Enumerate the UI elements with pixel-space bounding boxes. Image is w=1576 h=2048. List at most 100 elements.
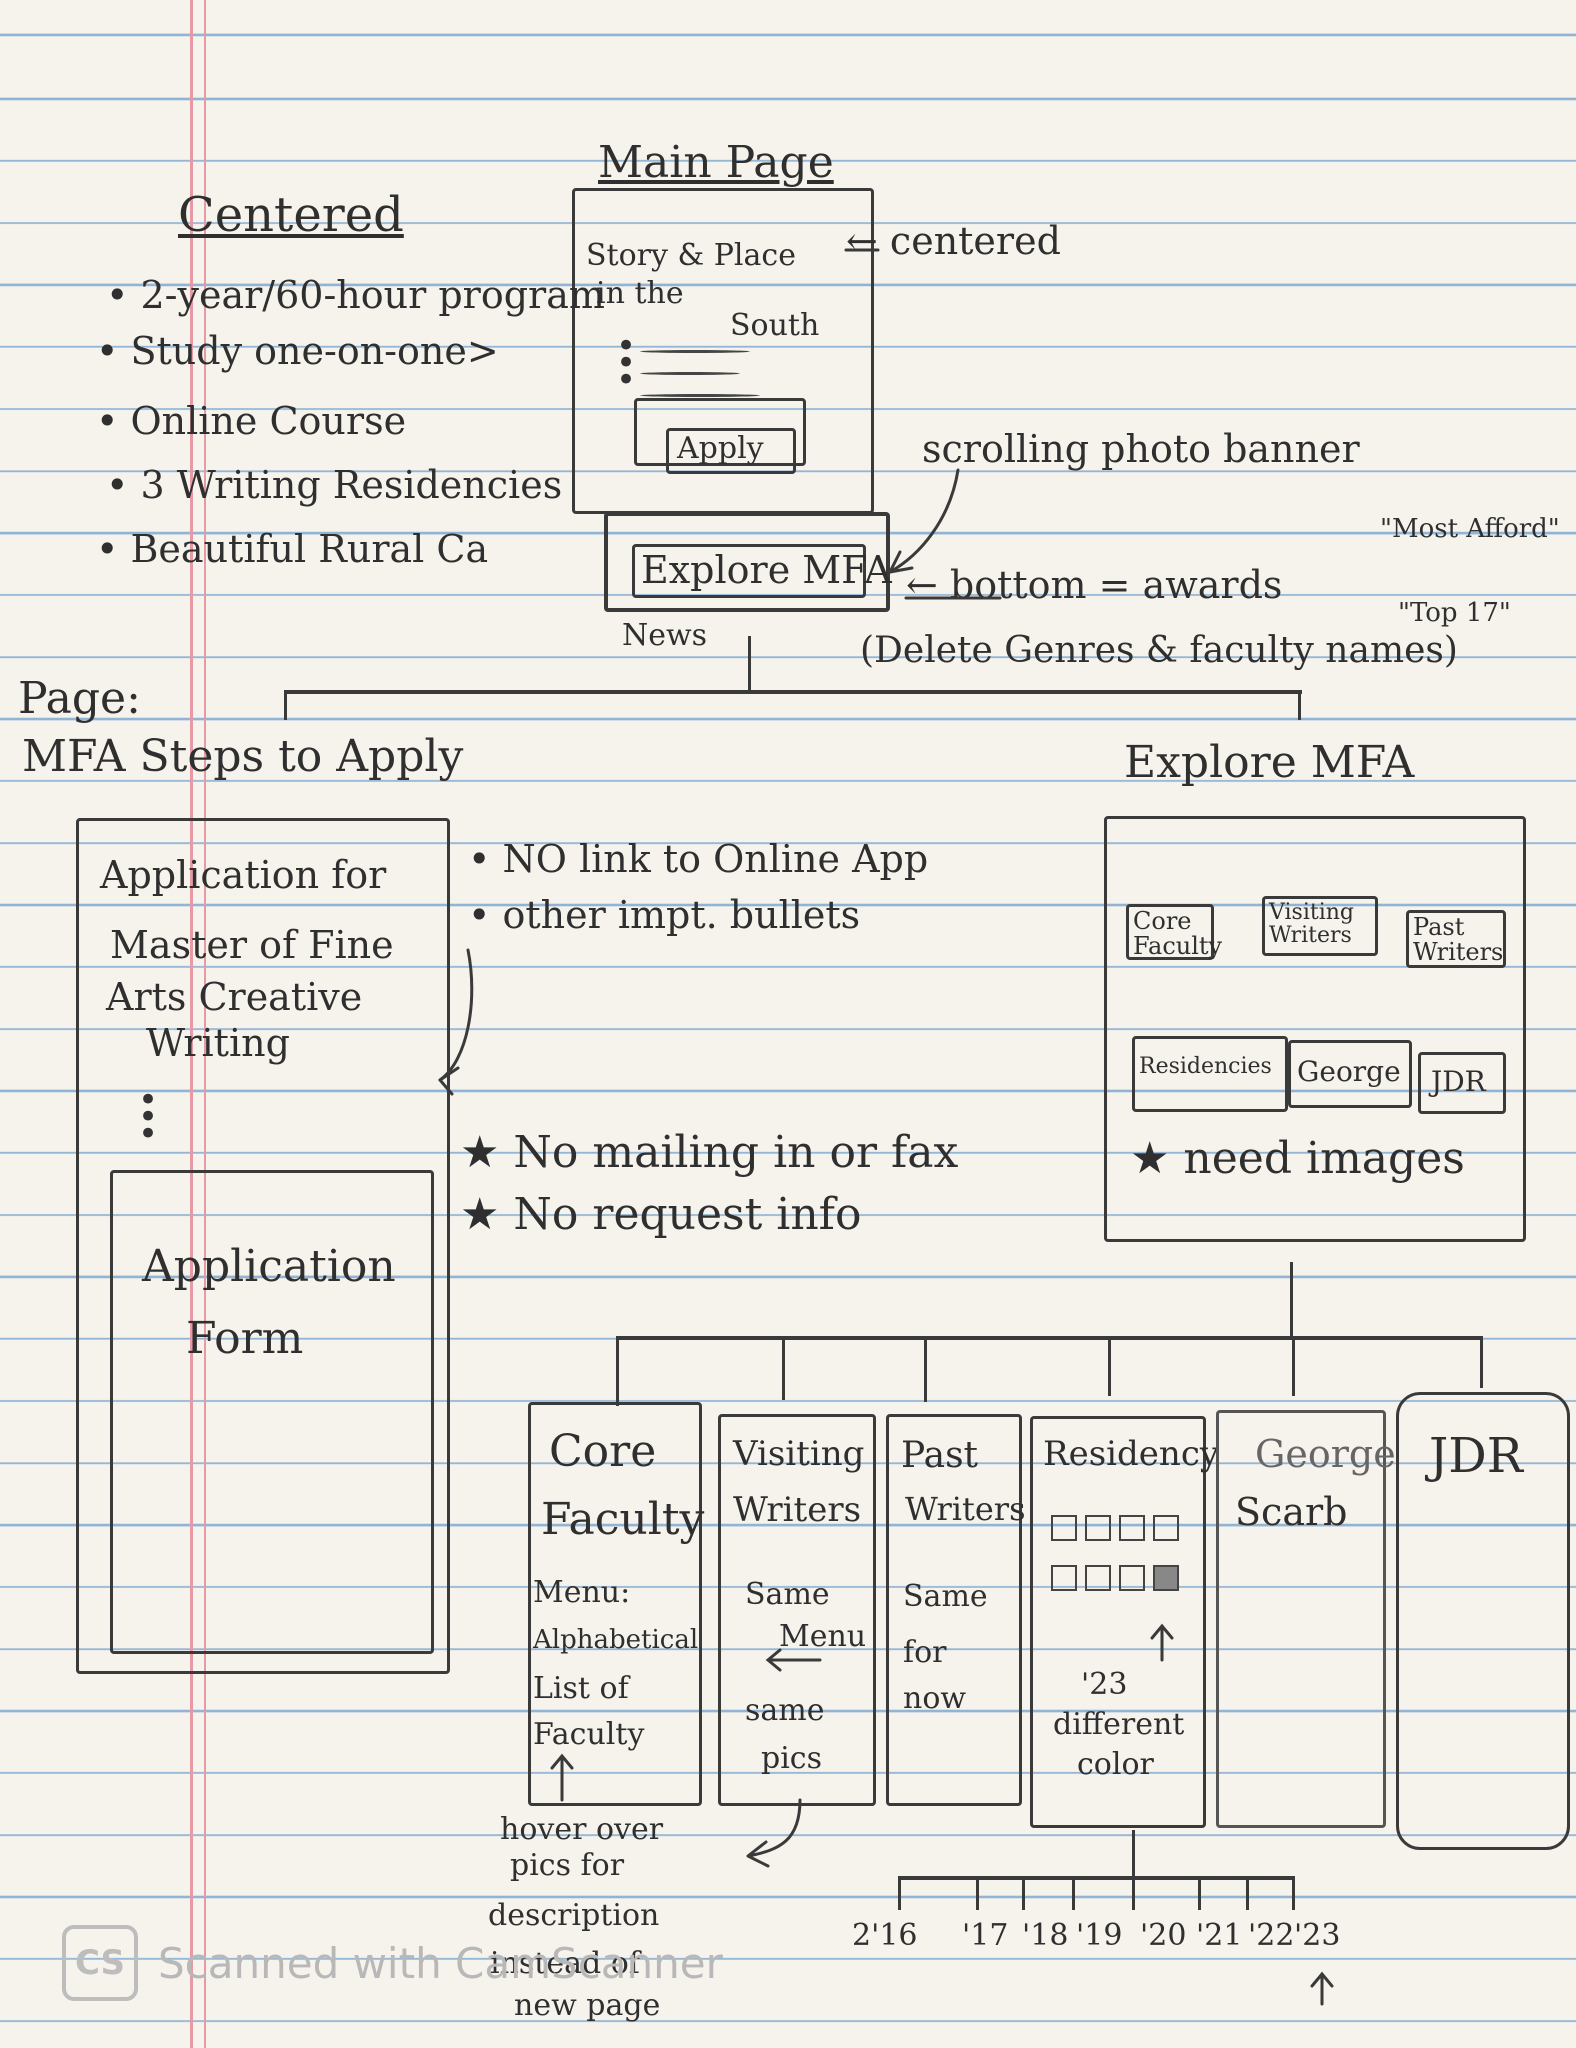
residency-thumb[interactable] [1085, 1515, 1111, 1541]
centered-bullet-5: • Beautiful Rural Ca [96, 527, 489, 571]
tile-past-writers-label: Past Writers [1413, 913, 1504, 967]
residency-thumb[interactable] [1119, 1515, 1145, 1541]
tile-past-writers[interactable]: Past Writers [1406, 910, 1506, 968]
award-quote-1: "Most Afford" [1380, 514, 1560, 544]
centered-bullet-1: • 2-year/60-hour program [106, 273, 605, 317]
subpage-visiting-body-5: pics [761, 1741, 822, 1776]
delete-note: (Delete Genres & faculty names) [860, 630, 1458, 671]
application-form-label-2: Form [186, 1313, 304, 1364]
centered-annotation: ← centered [846, 219, 1061, 263]
residency-thumb-2023[interactable] [1153, 1565, 1179, 1591]
subpage-residency-body-3: color [1077, 1747, 1154, 1782]
subpage-visiting-title-2: Writers [733, 1490, 862, 1530]
residency-thumb[interactable] [1051, 1515, 1077, 1541]
hero-bullets: ••• [616, 326, 637, 400]
camscanner-text: Scanned with CamScanner [158, 1938, 723, 1988]
apply-button[interactable]: Apply [666, 428, 796, 474]
apply-page-label: Page: [18, 673, 141, 724]
tree-connector-left [284, 690, 287, 720]
subpage-past-title-1: Past [901, 1435, 979, 1476]
tile-core-faculty-label: Core Faculty [1133, 907, 1223, 961]
need-images-note: ★ need images [1130, 1133, 1465, 1184]
explore-page-title: Explore MFA [1124, 737, 1415, 788]
explore-tree-horizontal [616, 1336, 1482, 1340]
subpage-core-title-2: Faculty [541, 1494, 705, 1545]
hero-line-1: Story & Place [586, 238, 796, 273]
subpage-core-faculty: Core Faculty Menu: Alphabetical List of … [528, 1402, 705, 1806]
subpage-residency-title: Residency [1043, 1434, 1220, 1474]
subpage-jdr-title: JDR [1429, 1428, 1523, 1484]
subpage-core-body-1: Menu: [533, 1575, 631, 1610]
tile-residencies-label: Residencies [1139, 1054, 1272, 1079]
tile-visiting-writers-label: Visiting Writers [1269, 900, 1354, 949]
apply-heading-3: Arts Creative [106, 975, 363, 1019]
scanner-watermark: CS Scanned with CamScanner [62, 1925, 723, 2001]
apply-heading-4: Writing [146, 1021, 290, 1065]
explore-banner [604, 512, 890, 612]
apply-page-frame [76, 818, 450, 1674]
timeline-year-2016: 2'16 [852, 1918, 918, 1953]
residency-thumbnails-row-2 [1051, 1565, 1187, 1595]
tile-residencies[interactable]: Residencies [1132, 1036, 1288, 1112]
residency-thumb[interactable] [1153, 1515, 1179, 1541]
centered-bullet-4: • 3 Writing Residencies [106, 463, 563, 507]
subpage-past-body-3: now [903, 1681, 967, 1716]
subpage-core-body-3: List of [533, 1671, 629, 1706]
apply-button-area [634, 398, 806, 466]
arrow-hover-note [746, 1798, 802, 1868]
apply-note-1: • NO link to Online App [468, 837, 929, 881]
arrow-timeline [1310, 1971, 1334, 2006]
text-scribble-1 [640, 350, 750, 353]
residency-thumb[interactable] [1051, 1565, 1077, 1591]
explore-tree-branch-4 [1108, 1336, 1111, 1396]
news-label: News [622, 618, 708, 653]
tile-jdr[interactable]: JDR [1418, 1052, 1506, 1114]
explore-page-frame [1104, 816, 1526, 1242]
explore-tree-branch-6 [1480, 1336, 1483, 1388]
centered-bullet-3: • Online Course [96, 399, 407, 443]
subpage-core-body-2: Alphabetical [533, 1625, 699, 1655]
subpage-visiting-title-1: Visiting [733, 1434, 865, 1474]
tile-george[interactable]: George [1288, 1040, 1412, 1108]
tile-jdr-label: JDR [1431, 1065, 1486, 1098]
tree-connector-horizontal [284, 690, 1302, 694]
timeline-year-2017: '17 [962, 1918, 1009, 1953]
timeline-year-2020: '20 [1140, 1918, 1187, 1953]
subpage-visiting-body-1: Same [745, 1577, 830, 1612]
subpage-jdr: JDR [1396, 1392, 1570, 1850]
explore-tree-stem [1290, 1262, 1293, 1338]
apply-heading-1: Application for [100, 853, 387, 897]
subpage-residency-body-2: different [1053, 1707, 1185, 1742]
subpage-core-title-1: Core [549, 1426, 657, 1477]
tile-visiting-writers[interactable]: Visiting Writers [1262, 896, 1378, 956]
residency-thumbnails-row-1 [1051, 1515, 1187, 1545]
apply-page-title: MFA Steps to Apply [22, 731, 464, 782]
subpage-residency: Residency '23 different color [1030, 1416, 1219, 1828]
residency-thumb[interactable] [1119, 1565, 1145, 1591]
subpage-visiting-writers: Visiting Writers Same Menu same pics [718, 1414, 876, 1806]
apply-note-2: • other impt. bullets [468, 893, 861, 937]
subpage-residency-body-1: '23 [1081, 1667, 1128, 1702]
tile-george-label: George [1297, 1055, 1401, 1088]
explore-tree-branch-3 [924, 1336, 927, 1402]
tile-core-faculty[interactable]: Core Faculty [1126, 904, 1222, 960]
explore-tree-branch-1 [616, 1336, 619, 1406]
timeline-year-2018: '18 [1022, 1918, 1069, 1953]
subpage-core-body-4: Faculty [533, 1717, 645, 1752]
timeline-year-2022: '22 [1248, 1918, 1295, 1953]
tree-connector-main [748, 636, 751, 690]
apply-star-2: ★ No request info [460, 1189, 862, 1240]
text-scribble-3 [640, 394, 760, 397]
hero-line-3: South [730, 308, 820, 343]
tree-connector-right [1298, 690, 1301, 720]
scrolling-banner-annotation: scrolling photo banner [922, 427, 1360, 471]
subpage-past-title-2: Writers [905, 1490, 1026, 1528]
residency-thumb[interactable] [1085, 1565, 1111, 1591]
hover-note-4: instead of [490, 1946, 640, 1981]
subpage-past-body-1: Same [903, 1579, 988, 1614]
awards-annotation: ← bottom = awards [906, 563, 1283, 607]
explore-mfa-button[interactable]: Explore MFA [632, 544, 892, 598]
subpage-visiting-body-2: Menu [779, 1619, 867, 1654]
subpage-past-body-2: for [903, 1635, 947, 1670]
award-quote-2: "Top 17" [1398, 598, 1511, 628]
